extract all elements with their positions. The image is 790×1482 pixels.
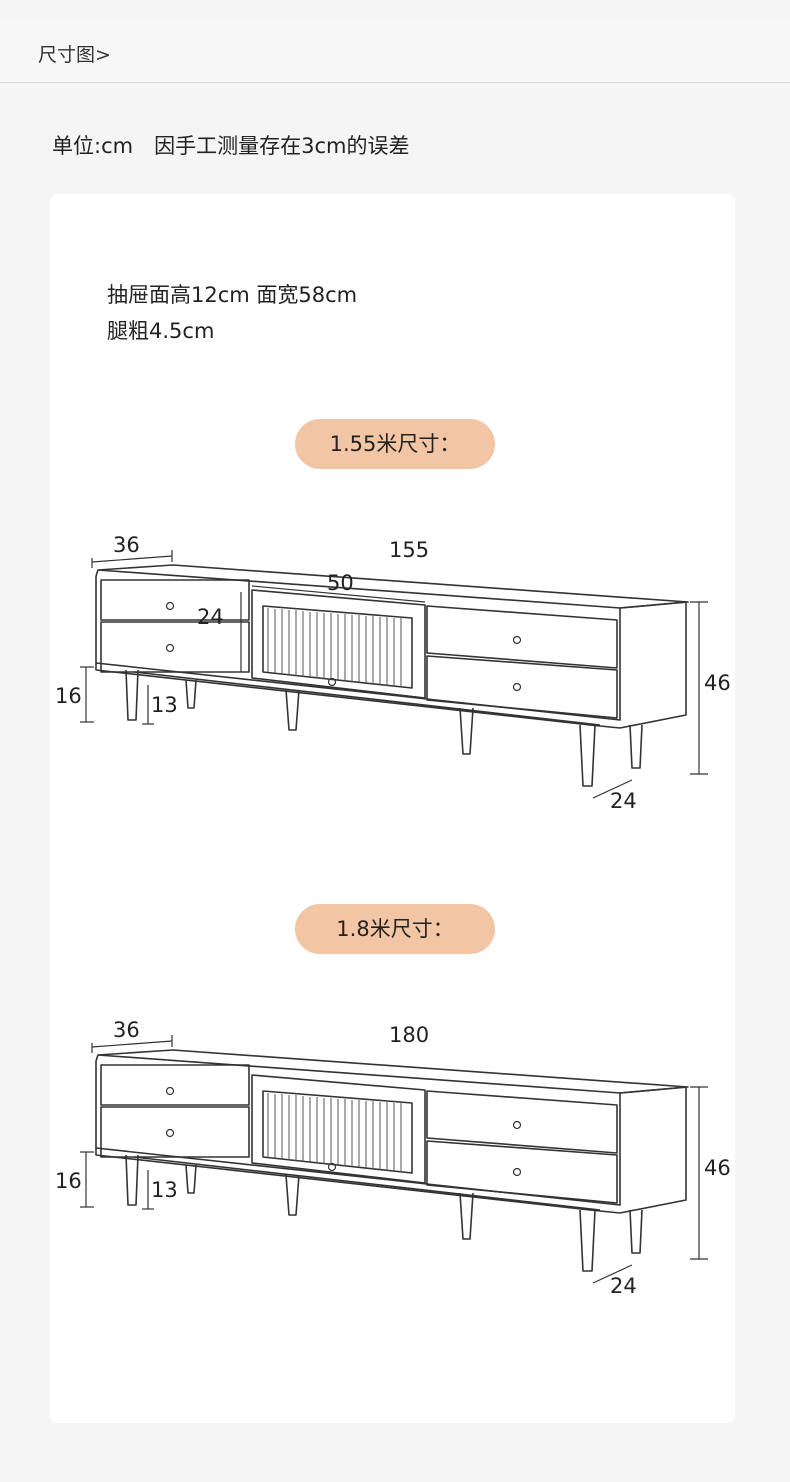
leg-height-label: 16 <box>55 1169 82 1193</box>
depth-label: 36 <box>113 533 140 557</box>
width-label: 180 <box>389 1023 429 1047</box>
height-label: 46 <box>704 671 731 695</box>
page-title[interactable]: 尺寸图> <box>38 44 111 66</box>
spec-line-drawer: 抽屉面高12cm 面宽58cm <box>107 283 358 307</box>
dimension-lines <box>80 1035 708 1284</box>
ground-clearance-label: 13 <box>151 693 178 717</box>
variant-label-pill: 1.55米尺寸： <box>295 419 495 469</box>
leg-spacing-label: 24 <box>610 789 637 813</box>
cabinet-outline <box>95 564 689 787</box>
dimension-card <box>50 194 735 1423</box>
center-width-label: 50 <box>327 571 354 595</box>
height-label: 46 <box>704 1156 731 1180</box>
glass-slats <box>267 608 402 687</box>
width-label: 155 <box>389 538 429 562</box>
tv-cabinet-diagram-155: 36 155 50 24 46 16 13 24 <box>55 533 731 813</box>
leg-height-label: 16 <box>55 684 82 708</box>
tv-cabinet-diagram-180: 36 180 46 16 13 24 <box>55 1018 731 1298</box>
dimension-lines <box>80 550 708 799</box>
ground-clearance-label: 13 <box>151 1178 178 1202</box>
variant-label-pill: 1.8米尺寸： <box>295 904 495 954</box>
unit-note: 单位:cm 因手工测量存在3cm的误差 <box>52 134 410 158</box>
top-bar: 尺寸图> <box>0 18 790 83</box>
glass-slats <box>267 1093 402 1172</box>
drawer-height-label: 24 <box>197 605 224 629</box>
cabinet-outline <box>95 1049 689 1272</box>
depth-label: 36 <box>113 1018 140 1042</box>
drawer-knobs <box>165 1086 522 1177</box>
drawer-knobs <box>165 601 522 692</box>
spec-line-leg: 腿粗4.5cm <box>107 319 215 343</box>
leg-spacing-label: 24 <box>610 1274 637 1298</box>
